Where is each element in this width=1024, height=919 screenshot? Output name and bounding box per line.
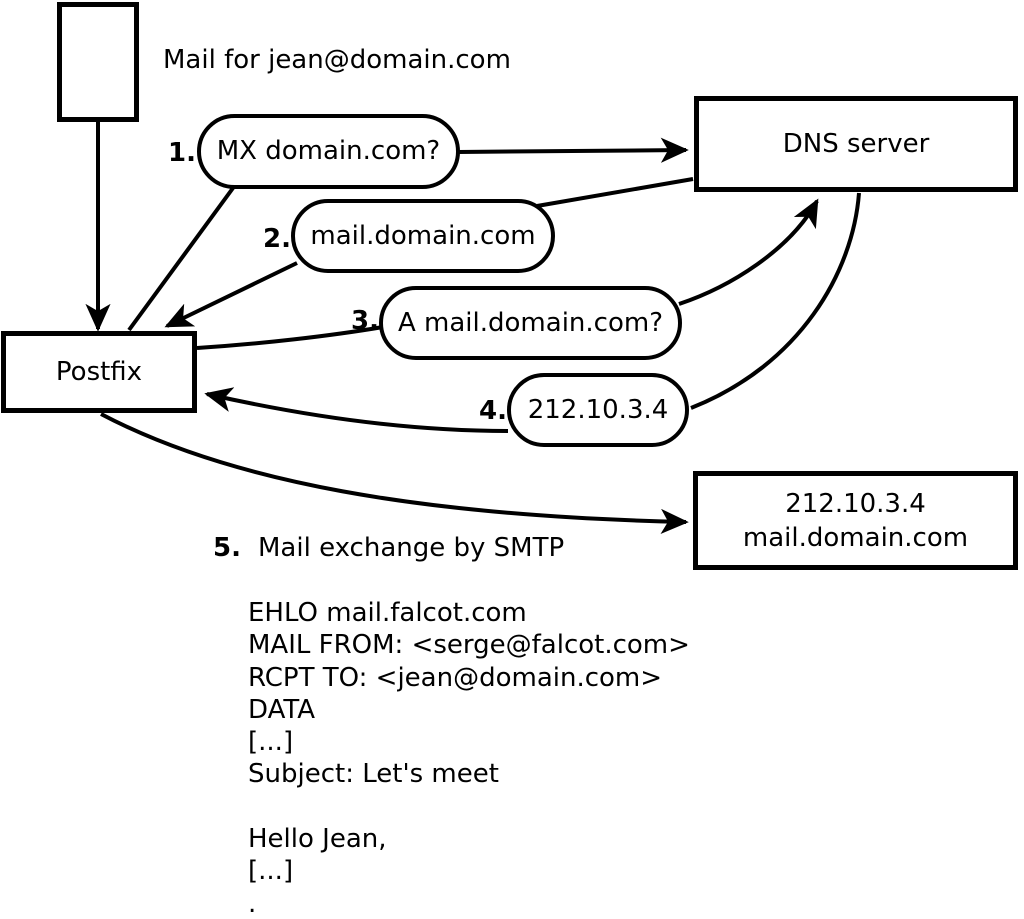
- smtp-line: [...]: [248, 727, 294, 758]
- smtp-line: Hello Jean,: [248, 824, 387, 855]
- query3-label: A mail.domain.com?: [398, 307, 663, 338]
- step4-number: 4.: [479, 396, 507, 426]
- arrow-query1-to-dns: [457, 137, 689, 163]
- mail-server-ip-label: 212.10.3.4: [785, 488, 926, 519]
- smtp-line: DATA: [248, 694, 315, 725]
- line-postfix-to-query3: [196, 325, 384, 350]
- line-postfix-to-query1: [127, 186, 235, 332]
- step2-number: 2.: [263, 224, 291, 254]
- mail-document-icon: [57, 2, 139, 122]
- step1-number: 1.: [168, 138, 196, 168]
- reply4-label: 212.10.3.4: [527, 394, 669, 425]
- smtp-line: MAIL FROM: <serge@falcot.com>: [248, 630, 690, 661]
- smtp-line: EHLO mail.falcot.com: [248, 598, 527, 628]
- smtp-line: .: [248, 888, 257, 919]
- postfix-label: Postfix: [55, 356, 143, 387]
- smtp-line: [...]: [248, 856, 294, 887]
- step3-number: 3.: [351, 306, 379, 336]
- reply4-pill: 212.10.3.4: [507, 373, 689, 447]
- step5-number: 5.: [213, 533, 241, 563]
- step5-caption: 5. Mail exchange by SMTP: [205, 533, 564, 563]
- arrow-query3-to-dns: [678, 198, 819, 306]
- query3-pill: A mail.domain.com?: [379, 286, 682, 360]
- reply2-label: mail.domain.com: [310, 220, 536, 251]
- mail-server-host-label: mail.domain.com: [742, 522, 969, 553]
- reply2-pill: mail.domain.com: [291, 199, 555, 273]
- arrow-reply4-to-postfix: [204, 387, 509, 433]
- mail-server-box: 212.10.3.4 mail.domain.com: [693, 471, 1018, 570]
- smtp-session-transcript: EHLO mail.falcot.com MAIL FROM: <serge@f…: [248, 598, 690, 919]
- mail-note-label: Mail for jean@domain.com: [163, 45, 511, 75]
- postfix-box: Postfix: [1, 331, 197, 413]
- query1-label: MX domain.com?: [216, 136, 441, 167]
- step5-label: Mail exchange by SMTP: [258, 533, 565, 563]
- dns-server-label: DNS server: [782, 128, 930, 159]
- query1-pill: MX domain.com?: [197, 114, 460, 189]
- smtp-line: RCPT TO: <jean@domain.com>: [248, 662, 663, 693]
- smtp-line: Subject: Let's meet: [248, 759, 499, 790]
- smtp-line: [248, 792, 690, 824]
- arrow-postfix-to-mailserver: [100, 412, 689, 535]
- dns-server-box: DNS server: [694, 96, 1018, 192]
- line-dns-to-reply4: [690, 192, 861, 410]
- line-dns-to-reply2: [536, 177, 694, 208]
- arrow-reply2-to-postfix: [164, 261, 298, 328]
